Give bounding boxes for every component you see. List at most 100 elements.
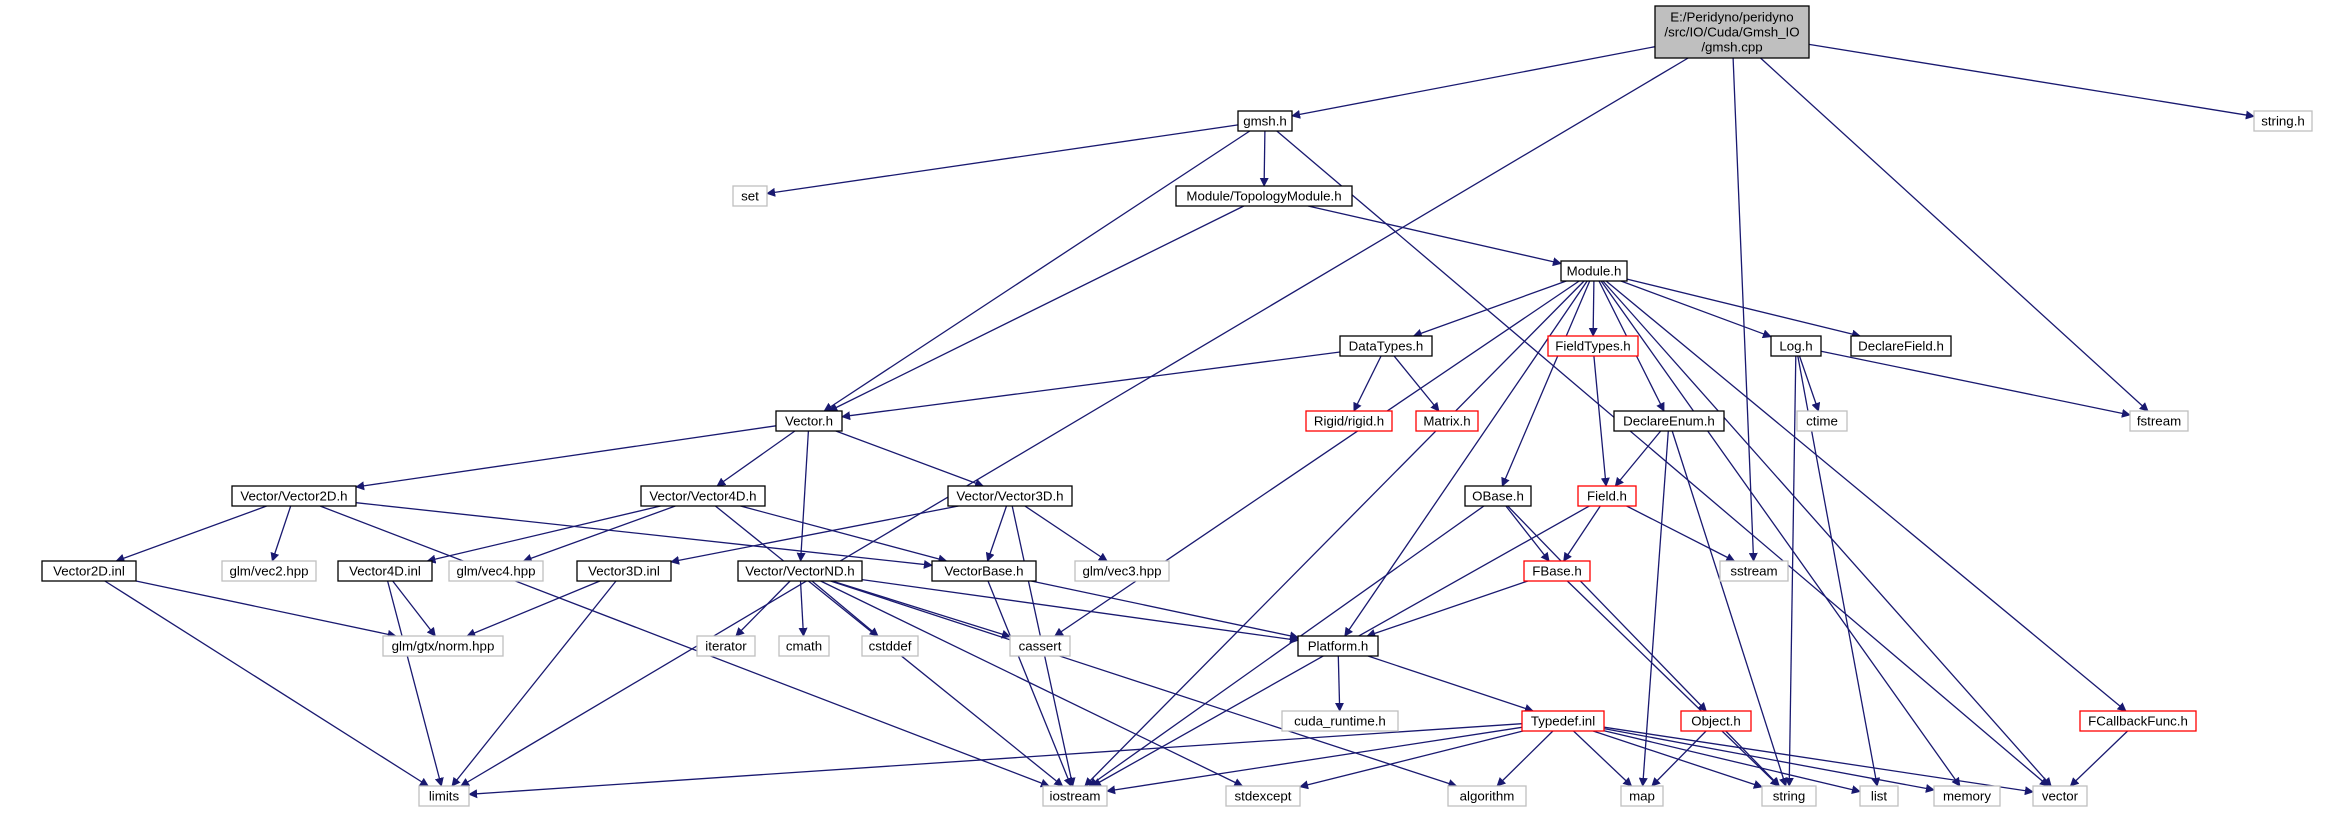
node-memory[interactable]: memory	[1933, 785, 2001, 807]
node-vector_h[interactable]: Vector.h	[775, 410, 843, 432]
node-box-fieldtypes	[1547, 335, 1639, 357]
edge-vec3d-to-vecbase	[985, 505, 1008, 562]
node-layer: E:/Peridyno/peridyno/src/IO/Cuda/Gmsh_IO…	[41, 5, 2313, 807]
node-vec2inl[interactable]: Vector2D.inl	[41, 560, 137, 582]
node-platform[interactable]: Platform.h	[1297, 635, 1379, 657]
node-vec3d[interactable]: Vector/Vector3D.h	[947, 485, 1073, 507]
node-label-map: map	[1629, 789, 1655, 804]
node-label-vec4inl: Vector4D.inl	[349, 564, 421, 579]
node-label-vec2inl: Vector2D.inl	[53, 564, 125, 579]
node-box-sstream	[1719, 560, 1789, 582]
edge-vec3d-to-vec3inl	[670, 505, 959, 565]
node-string_h[interactable]: string.h	[2253, 110, 2313, 132]
node-label-set: set	[741, 189, 759, 204]
node-box-set	[732, 185, 768, 207]
edge-vector_h-to-vec3d	[835, 430, 985, 488]
edge-root-to-string_h	[1808, 43, 2255, 120]
node-label-vecnd: Vector/VectorND.h	[745, 564, 854, 579]
node-obase[interactable]: OBase.h	[1464, 485, 1532, 507]
node-label-cstddef: cstddef	[869, 639, 912, 654]
node-module_h[interactable]: Module.h	[1560, 260, 1628, 282]
node-box-declarefield	[1850, 335, 1952, 357]
node-object[interactable]: Object.h	[1680, 710, 1752, 732]
node-glmvec4[interactable]: glm/vec4.hpp	[448, 560, 544, 582]
edge-root-to-gmsh_h	[1291, 46, 1656, 119]
node-string[interactable]: string	[1761, 785, 1817, 807]
node-box-glmnorm	[382, 635, 504, 657]
node-box-algorithm	[1447, 785, 1527, 807]
node-fstream[interactable]: fstream	[2129, 410, 2189, 432]
node-box-glmvec3	[1074, 560, 1170, 582]
node-log_h[interactable]: Log.h	[1770, 335, 1822, 357]
node-algorithm[interactable]: algorithm	[1447, 785, 1527, 807]
edge-field_h-to-fbase	[1563, 505, 1601, 562]
edge-gmsh_h-to-vector	[1276, 130, 2049, 787]
node-box-fstream	[2129, 410, 2189, 432]
node-vecnd[interactable]: Vector/VectorND.h	[737, 560, 863, 582]
node-vector[interactable]: vector	[2032, 785, 2088, 807]
node-box-vec3inl	[576, 560, 672, 582]
node-field_h[interactable]: Field.h	[1577, 485, 1637, 507]
node-declareenum[interactable]: DeclareEnum.h	[1613, 410, 1725, 432]
node-cstddef[interactable]: cstddef	[861, 635, 919, 657]
node-box-memory	[1933, 785, 2001, 807]
node-label-datatypes: DataTypes.h	[1349, 339, 1424, 354]
node-matrix[interactable]: Matrix.h	[1415, 410, 1479, 432]
node-vec4inl[interactable]: Vector4D.inl	[337, 560, 433, 582]
node-datatypes[interactable]: DataTypes.h	[1339, 335, 1433, 357]
node-vec2d[interactable]: Vector/Vector2D.h	[231, 485, 357, 507]
edge-module_h-to-cassert	[1054, 280, 1580, 637]
node-label-list: list	[1871, 789, 1888, 804]
edge-gmsh_h-to-topology	[1259, 130, 1269, 187]
node-root[interactable]: E:/Peridyno/peridyno/src/IO/Cuda/Gmsh_IO…	[1654, 5, 1810, 59]
edge-fbase-to-platform	[1366, 580, 1529, 638]
node-limits[interactable]: limits	[418, 785, 470, 807]
node-gmsh_h[interactable]: gmsh.h	[1237, 110, 1293, 132]
edge-vec4d-to-glmvec4	[522, 505, 676, 563]
node-label-iterator: iterator	[705, 639, 747, 654]
edge-obase-to-fbase	[1505, 505, 1550, 562]
node-ctime[interactable]: ctime	[1796, 410, 1848, 432]
node-map[interactable]: map	[1620, 785, 1664, 807]
node-cudaruntime[interactable]: cuda_runtime.h	[1281, 710, 1399, 732]
node-label-module_h: Module.h	[1567, 264, 1622, 279]
edge-topology-to-vector_h	[828, 205, 1245, 412]
node-iterator[interactable]: iterator	[696, 635, 756, 657]
node-iostream[interactable]: iostream	[1042, 785, 1108, 807]
node-list[interactable]: list	[1859, 785, 1899, 807]
node-fbase[interactable]: FBase.h	[1523, 560, 1591, 582]
node-rigid[interactable]: Rigid/rigid.h	[1305, 410, 1393, 432]
node-sstream[interactable]: sstream	[1719, 560, 1789, 582]
node-typedef[interactable]: Typedef.inl	[1521, 710, 1605, 732]
node-set[interactable]: set	[732, 185, 768, 207]
node-label-vec2d: Vector/Vector2D.h	[240, 489, 347, 504]
node-cmath[interactable]: cmath	[778, 635, 830, 657]
node-fieldtypes[interactable]: FieldTypes.h	[1547, 335, 1639, 357]
node-stdexcept[interactable]: stdexcept	[1225, 785, 1301, 807]
edge-vecnd-to-cassert	[831, 580, 1011, 639]
node-fcallback[interactable]: FCallbackFunc.h	[2079, 710, 2197, 732]
edge-layer	[104, 43, 2255, 799]
node-glmvec3[interactable]: glm/vec3.hpp	[1074, 560, 1170, 582]
node-declarefield[interactable]: DeclareField.h	[1850, 335, 1952, 357]
node-box-cassert	[1009, 635, 1071, 657]
node-topology[interactable]: Module/TopologyModule.h	[1175, 185, 1353, 207]
edge-log_h-to-string	[1784, 355, 1797, 787]
node-vecbase[interactable]: VectorBase.h	[931, 560, 1037, 582]
node-label-memory: memory	[1943, 789, 1991, 804]
node-vec4d[interactable]: Vector/Vector4D.h	[640, 485, 766, 507]
node-glmvec2[interactable]: glm/vec2.hpp	[221, 560, 317, 582]
edge-obase-to-object	[1507, 505, 1707, 712]
edge-module_h-to-fcallback	[1605, 280, 2127, 712]
node-label-declarefield: DeclareField.h	[1858, 339, 1944, 354]
node-label-cmath: cmath	[786, 639, 822, 654]
edge-topology-to-module_h	[1307, 205, 1562, 267]
node-vec3inl[interactable]: Vector3D.inl	[576, 560, 672, 582]
node-cassert[interactable]: cassert	[1009, 635, 1071, 657]
node-box-root	[1654, 5, 1810, 59]
edge-datatypes-to-rigid	[1353, 355, 1382, 412]
edge-typedef-to-memory	[1603, 727, 1935, 793]
edge-vec4d-to-vec4inl	[426, 505, 661, 564]
node-glmnorm[interactable]: glm/gtx/norm.hpp	[382, 635, 504, 657]
node-box-topology	[1175, 185, 1353, 207]
